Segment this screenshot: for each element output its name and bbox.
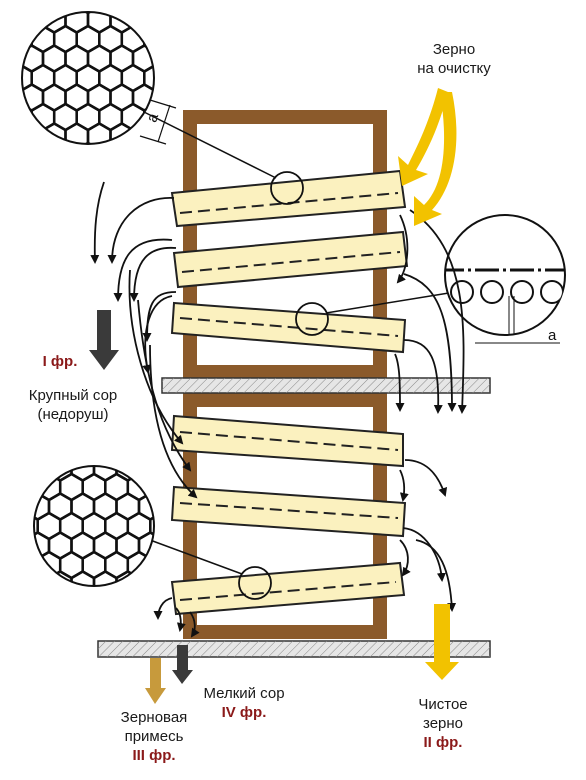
label-fraction-2: II фр. <box>423 734 463 751</box>
mesh-cell <box>156 46 179 72</box>
mesh-cell <box>149 511 154 541</box>
mesh-cell <box>143 63 154 93</box>
label-admix-line2: примесь <box>124 728 184 745</box>
mesh-cell <box>149 550 154 580</box>
mesh-cell <box>131 122 154 144</box>
detail-marker-top <box>270 171 304 205</box>
sieve-5 <box>170 485 407 538</box>
mesh-cell <box>131 12 154 34</box>
mesh-cell <box>52 141 78 144</box>
label-grain-admixture: Зерновая примесь III фр. <box>104 708 204 765</box>
mesh-cell <box>0 46 21 72</box>
mesh-cell <box>83 591 106 617</box>
mesh-cell <box>98 141 124 144</box>
input-arrow-1 <box>398 88 448 186</box>
mesh-cell <box>149 472 154 502</box>
label-clean-line1: Чистое <box>418 696 468 713</box>
label-fraction-1: I фр. <box>42 353 78 370</box>
dimension-label-top: a <box>143 111 162 125</box>
mesh-cell <box>22 122 45 144</box>
label-fine-line1: Мелкий сор <box>203 685 285 702</box>
mesh-cell <box>52 12 78 15</box>
mesh-cell <box>98 12 124 15</box>
label-coarse-line2: (недоруш) <box>37 406 109 423</box>
mesh-cell <box>34 550 39 580</box>
label-fine-trash: Мелкий сор IV фр. <box>186 684 302 722</box>
mesh-cell <box>34 472 39 502</box>
mesh-cell <box>22 12 45 34</box>
sieve-4 <box>170 414 404 468</box>
sieves <box>170 169 409 616</box>
label-grain-input: Зерно на очистку <box>406 40 502 78</box>
label-fraction-3: III фр. <box>132 747 176 764</box>
label-grain-input-line1: Зерно <box>432 41 476 58</box>
label-admix-line1: Зерновая <box>120 709 188 726</box>
admixture-output-arrow <box>145 658 166 704</box>
mesh-cell <box>143 102 154 132</box>
label-coarse-line1: Крупный сор <box>28 387 118 404</box>
flow-arrows <box>90 181 467 638</box>
label-clean-grain: Чистое зерно II фр. <box>398 695 488 752</box>
magnifier-round-holes <box>444 214 566 344</box>
fine-output-arrow <box>172 645 193 684</box>
detail-marker-middle <box>295 302 329 336</box>
sieve-6 <box>170 561 406 616</box>
mesh-cell <box>83 435 106 461</box>
dimension-label-right: a <box>548 327 557 344</box>
label-clean-line2: зерно <box>422 715 464 732</box>
magnifier-hex-mesh-bottom <box>33 435 155 617</box>
sieve-1 <box>170 169 407 228</box>
label-fraction-4: IV фр. <box>221 704 267 721</box>
coarse-output-arrow <box>89 310 119 370</box>
sieve-3 <box>170 301 407 354</box>
clean-output-arrow <box>425 604 459 680</box>
mesh-cell <box>75 141 101 144</box>
dimension-a-top <box>149 99 177 109</box>
input-arrow-2 <box>414 92 457 226</box>
label-coarse-trash: Крупный сор (недоруш) <box>8 386 138 424</box>
magnifier-hex-mesh-top <box>0 11 179 145</box>
mesh-cell <box>0 85 21 111</box>
label-grain-input-line2: на очистку <box>417 60 491 77</box>
sieve-2 <box>172 230 409 289</box>
detail-marker-bottom <box>238 566 272 600</box>
mesh-cell <box>156 85 179 111</box>
